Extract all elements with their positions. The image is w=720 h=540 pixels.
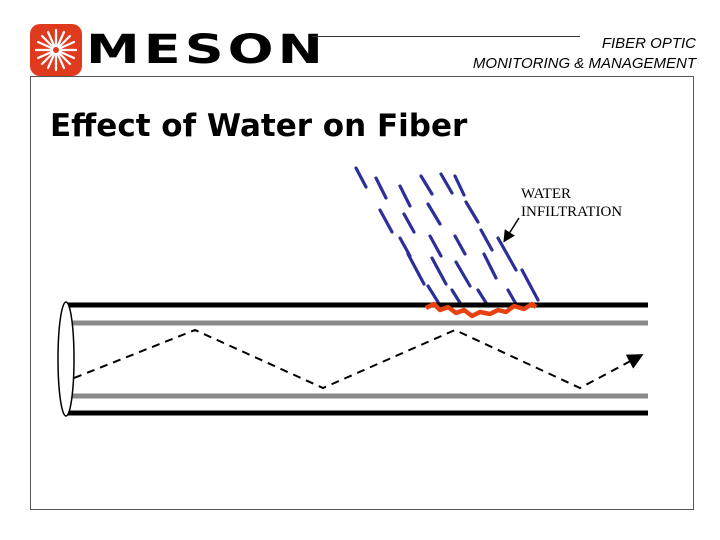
callout-arrow [503, 217, 520, 243]
water-streak [354, 166, 368, 189]
fiber-cable [57, 301, 648, 417]
callout-label-line-1: WATER [521, 186, 571, 202]
water-streak [464, 200, 480, 224]
water-damage-mark [424, 301, 538, 319]
water-streak [374, 176, 388, 200]
water-streak [439, 172, 454, 195]
water-streak [428, 234, 443, 258]
header-line-2: MONITORING & MANAGEMENT [472, 55, 696, 72]
water-streaks [354, 166, 540, 308]
callout-label-line-2: INFILTRATION [521, 204, 622, 220]
slide-frame [30, 76, 694, 510]
fiber-end-face [57, 301, 75, 417]
header-line-1: FIBER OPTIC [601, 35, 696, 52]
water-streak [453, 174, 466, 197]
water-streak [479, 228, 494, 252]
header-tagline: FIBER OPTIC MONITORING & MANAGEMENT [473, 34, 696, 74]
water-streak [426, 202, 442, 226]
water-streak [398, 184, 412, 208]
light-path [73, 328, 644, 390]
water-streak [430, 256, 448, 286]
water-streak [454, 260, 472, 288]
water-streak [378, 208, 394, 234]
water-streak [402, 212, 416, 234]
brand-logo-text: MESON [86, 27, 327, 73]
header-rule [312, 36, 580, 37]
water-streak [426, 284, 440, 304]
water-streak [482, 252, 498, 280]
water-streak [419, 174, 434, 196]
water-streak [520, 268, 540, 302]
water-streak [453, 234, 467, 256]
starburst-icon [30, 24, 82, 76]
water-streak [506, 288, 518, 306]
water-streak [406, 252, 426, 286]
water-streak [496, 236, 518, 272]
slide-title: Effect of Water on Fiber [50, 108, 468, 144]
